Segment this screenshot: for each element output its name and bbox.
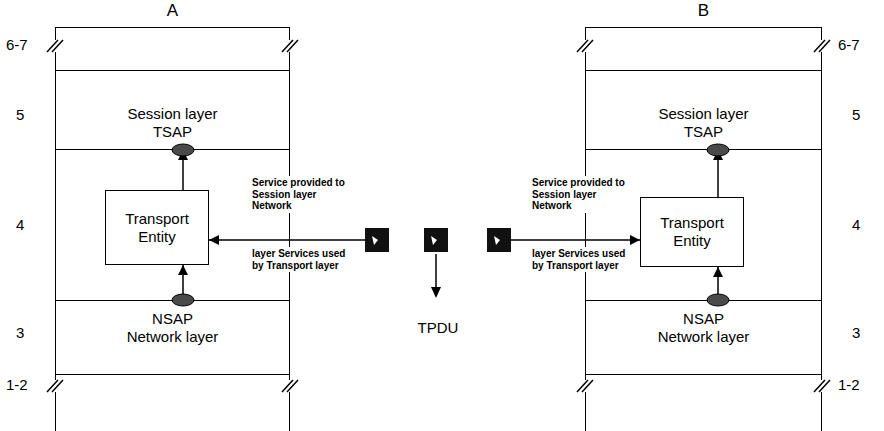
layer-number: 5 <box>852 106 860 123</box>
layer-band: NSAPNetwork layer <box>55 300 290 375</box>
layer-text: TSAP <box>684 123 723 141</box>
stack-heading: B <box>586 1 821 21</box>
pdu-group: TPDU <box>365 228 511 338</box>
layer-number: 6-7 <box>6 36 28 53</box>
layer-text: Session layer <box>127 105 217 123</box>
layer-band: Session layerTSAP <box>585 70 822 150</box>
layer-text: Transport Entity <box>645 214 739 250</box>
layer-number: 4 <box>16 216 24 233</box>
service-access-point <box>172 144 729 306</box>
protocol-stack: BSession layerTSAPTransport EntityNSAPNe… <box>585 27 822 431</box>
layer-text: Session layer <box>658 105 748 123</box>
flow-arrow <box>209 235 365 245</box>
break-mark <box>47 40 830 392</box>
layer-text: NSAP <box>152 310 193 328</box>
layer-number: 1-2 <box>6 376 28 393</box>
layer-text: NSAP <box>683 310 724 328</box>
layer-number: 5 <box>16 106 24 123</box>
layer-number: 3 <box>16 324 24 341</box>
layer-number: 4 <box>852 216 860 233</box>
layer-band: NSAPNetwork layer <box>585 300 822 375</box>
flow-arrow <box>511 235 640 245</box>
service-note: layer Services used by Transport layer <box>530 247 636 272</box>
layer-text: Network layer <box>127 328 219 346</box>
protocol-stack: ASession layerTSAPTransport EntityNSAPNe… <box>55 27 290 431</box>
entity-box: Transport Entity <box>105 190 209 265</box>
layer-text: Transport Entity <box>110 210 204 246</box>
layer-number: 3 <box>852 324 860 341</box>
service-note: layer Services used by Transport layer <box>250 247 356 272</box>
service-note: Service provided to Session layer Networ… <box>250 176 356 213</box>
layer-text: TSAP <box>153 123 192 141</box>
entity-box: Transport Entity <box>640 197 744 267</box>
layer-number: 1-2 <box>838 376 860 393</box>
layer-text: Network layer <box>658 328 750 346</box>
pdu-label: TPDU <box>365 319 511 336</box>
layer-band: Session layerTSAP <box>55 70 290 150</box>
layer-number: 6-7 <box>838 36 860 53</box>
service-note: Service provided to Session layer Networ… <box>530 176 636 213</box>
stack-heading: A <box>56 1 289 21</box>
flow-arrow <box>713 150 723 197</box>
